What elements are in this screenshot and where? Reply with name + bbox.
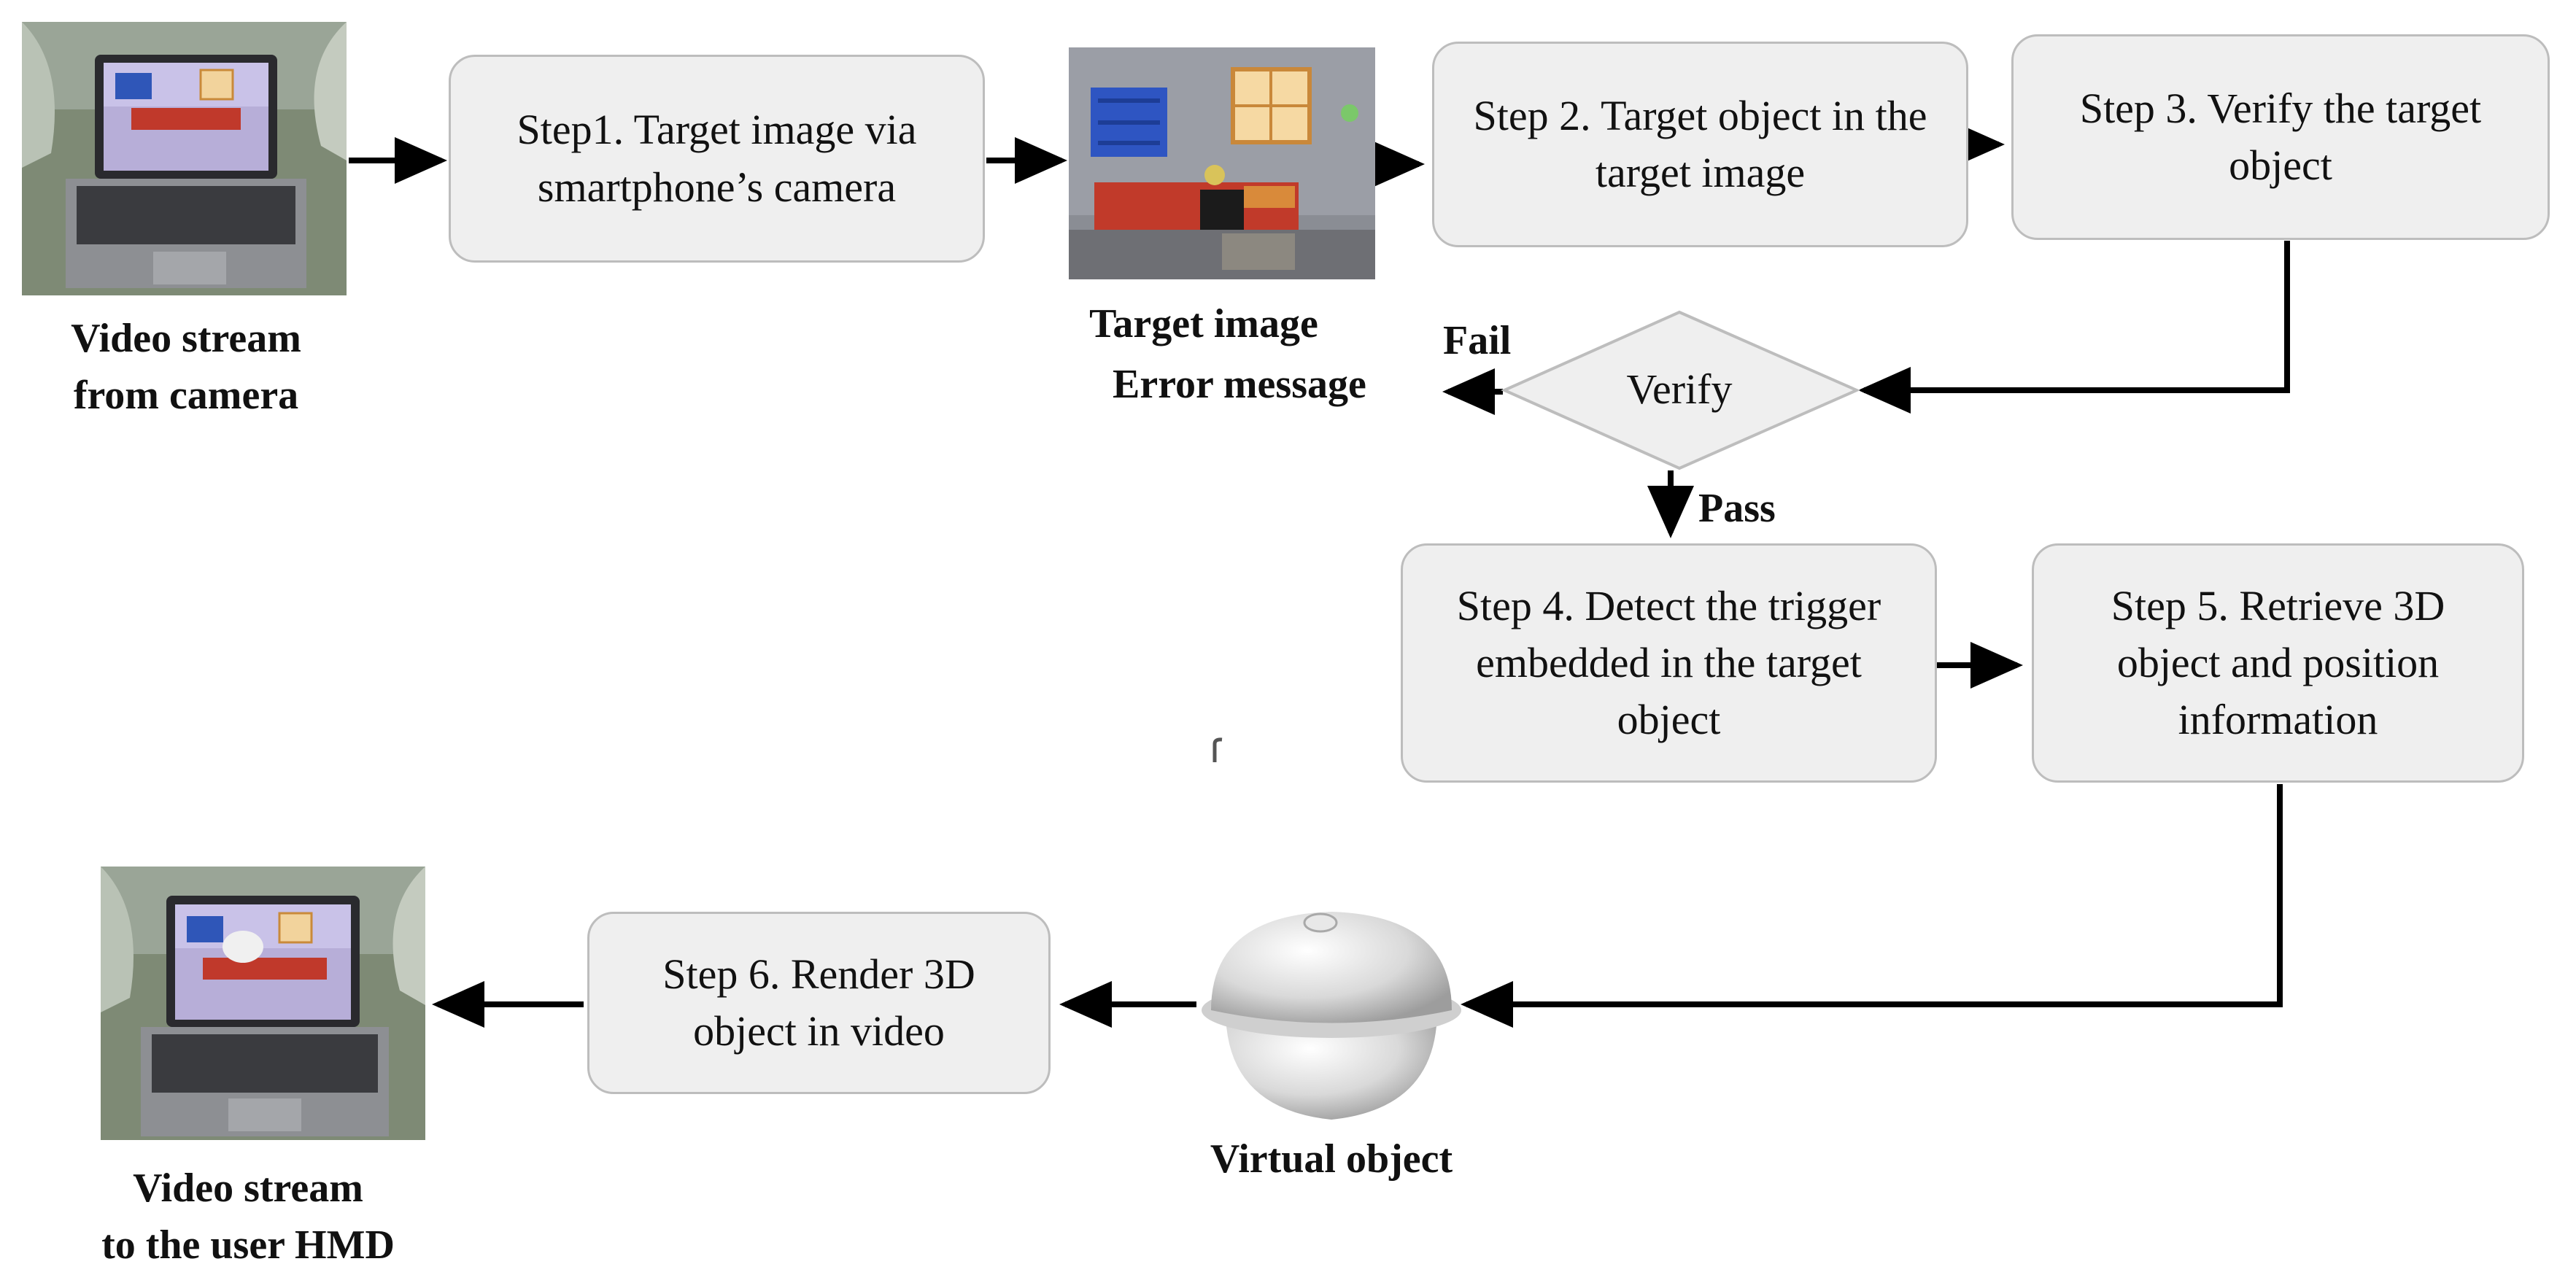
step1-label: Step1. Target image via smartphone’s cam… [517,106,917,211]
step3-box: Step 3. Verify the target object [2011,34,2550,240]
stray-mark [1212,737,1223,762]
arrow-step3-to-verify [1858,241,2290,414]
caption-video-stream-out-line1: Video stream [133,1166,363,1211]
step4-box: Step 4. Detect the trigger embedded in t… [1401,543,1937,783]
step6-box: Step 6. Render 3D object in video [587,912,1051,1094]
step3-label: Step 3. Verify the target object [2079,84,2482,189]
caption-video-stream-out: Video stream to the user HMD [29,1160,467,1274]
step2-box: Step 2. Target object in the target imag… [1432,42,1968,247]
caption-video-stream-in-line1: Video stream [71,316,301,361]
caption-video-stream-in: Video stream from camera [0,310,372,425]
verify-label: Verify [1626,365,1733,413]
laptop-camera-photo [22,22,347,295]
virtual-object-pot [1202,912,1461,1120]
caption-virtual-object: Virtual object [1210,1136,1453,1182]
caption-video-stream-out-line2: to the user HMD [101,1222,395,1268]
target-image-photo [1069,47,1375,279]
step4-label: Step 4. Detect the trigger embedded in t… [1456,581,1881,744]
step5-label: Step 5. Retrieve 3D object and position … [2111,581,2445,744]
caption-video-stream-in-line2: from camera [73,373,299,419]
error-message-label: Error message [1113,362,1366,407]
caption-target-image: Target image [1089,301,1318,346]
step2-label: Step 2. Target object in the target imag… [1473,91,1927,196]
step5-box: Step 5. Retrieve 3D object and position … [2032,543,2524,783]
fail-label: Fail [1443,318,1512,363]
pass-label: Pass [1698,486,1776,531]
laptop-hmd-photo [101,867,425,1140]
step1-box: Step1. Target image via smartphone’s cam… [449,55,985,263]
verify-diamond [1501,310,1860,470]
arrow-step5-to-virtual-object [1461,784,2283,1028]
step6-label: Step 6. Render 3D object in video [662,950,975,1055]
